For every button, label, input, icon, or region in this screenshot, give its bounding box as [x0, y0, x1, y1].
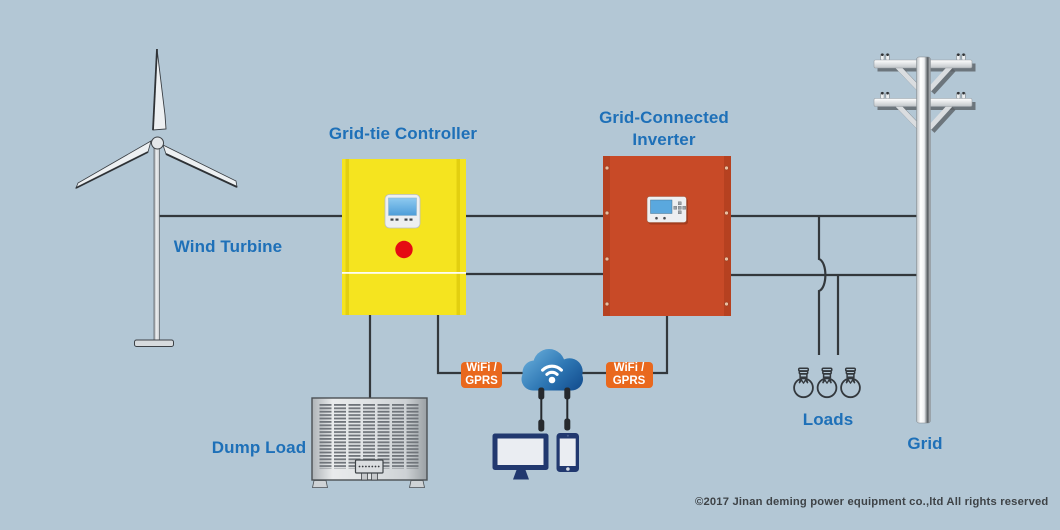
inverter-box-icon: [603, 156, 731, 316]
light-bulb-icon: [840, 367, 861, 399]
device-cables: [538, 387, 571, 432]
controller-box-icon: [342, 159, 466, 315]
light-bulb-icon: [793, 367, 814, 399]
loads-label: Loads: [802, 410, 854, 429]
controller-indicator-led: [395, 240, 413, 259]
grid-tie-controller-label: Grid-tie Controller: [328, 124, 478, 143]
inverter-keypad: [673, 201, 686, 215]
copyright-text: ©2017 Jinan deming power equipment co.,l…: [695, 496, 1049, 508]
wire-loads-left: [817, 216, 827, 355]
dump-load-icon: [311, 397, 428, 488]
controller-screen: [388, 197, 417, 216]
wifi-gprs-badge-right: WiFi / GPRS: [605, 361, 653, 388]
monitor-icon: [492, 433, 549, 480]
light-bulb-icon: [816, 367, 838, 399]
utility-pole-icon: [873, 52, 976, 424]
inverter-screen: [650, 199, 673, 214]
wifi-gprs-badge-left: WiFi / GPRS: [461, 361, 502, 388]
grid-connected-inverter-label: Grid-Connected Inverter: [599, 108, 729, 149]
wind-turbine-label: Wind Turbine: [173, 237, 283, 256]
wind-turbine-icon: [75, 48, 238, 347]
wifi-signal-icon: [541, 364, 563, 384]
grid-label: Grid: [907, 434, 943, 453]
loads-bulbs: [793, 367, 861, 399]
cloud-icon: [521, 349, 583, 391]
dump-load-label: Dump Load: [211, 438, 307, 457]
smartphone-icon: [556, 433, 579, 472]
